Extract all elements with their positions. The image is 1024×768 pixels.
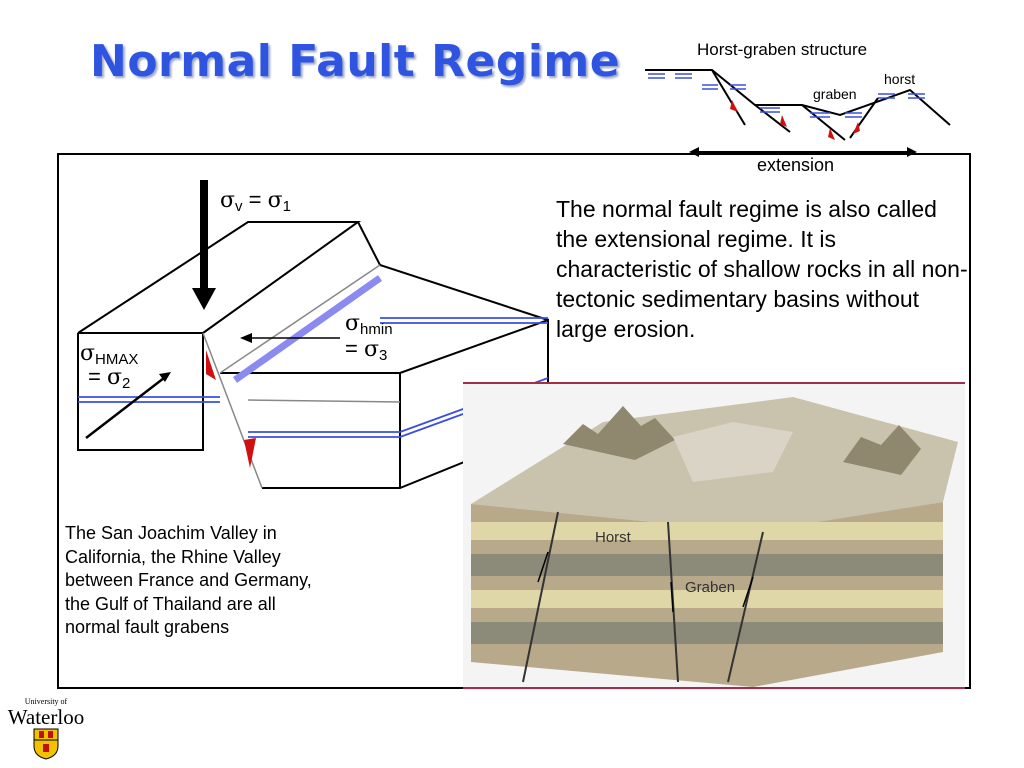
horst-graben-sketch xyxy=(645,69,951,141)
sigma-hmax-label: σHMAX xyxy=(80,341,139,369)
horst-label: horst xyxy=(884,71,916,87)
slide-title: Normal Fault Regime xyxy=(90,36,621,87)
fault-block-diagram xyxy=(77,180,549,489)
graben-label: graben xyxy=(813,86,857,102)
main-description: The normal fault regime is also called t… xyxy=(556,196,968,342)
horst-graben-title: Horst-graben structure xyxy=(697,40,868,59)
extension-label: extension xyxy=(757,155,835,175)
logo-small-text: University of xyxy=(24,697,68,706)
sigma-hmin-label: σhmin xyxy=(345,311,393,339)
landscape-horst-label: Horst xyxy=(595,529,632,546)
logo-main-text: Waterloo xyxy=(7,705,85,729)
university-logo: University of Waterloo xyxy=(2,697,90,765)
sigma-v-label: σv = σ1 xyxy=(220,187,291,216)
horst-graben-landscape-image: Horst Graben xyxy=(463,382,965,690)
graben-examples-caption: The San Joachim Valley in California, th… xyxy=(65,523,312,637)
landscape-graben-label: Graben xyxy=(685,579,735,596)
sigma-2-label: = σ2 xyxy=(88,364,131,393)
sigma-3-label: = σ3 xyxy=(345,336,388,365)
crest-icon xyxy=(33,728,59,760)
